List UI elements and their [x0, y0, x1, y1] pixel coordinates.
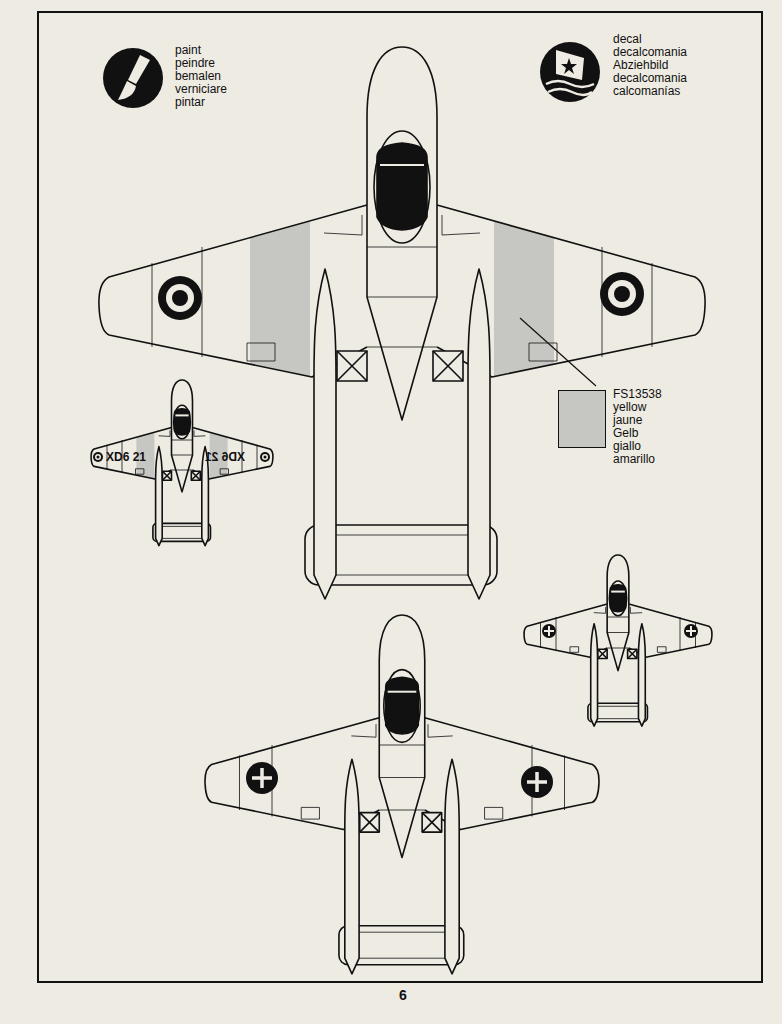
color-swatch [558, 390, 606, 448]
leader-line [520, 318, 596, 386]
top-view-yellow [99, 47, 705, 599]
legend-text: FS13538 yellow jaune Gelb giallo amarill… [613, 388, 662, 466]
paint-icon [103, 48, 163, 108]
serial-number: XD6 21 [106, 450, 146, 464]
serial-number: XD6 21 [205, 450, 245, 464]
language-list: paint peindre bemalen verniciare pintar [175, 44, 227, 109]
language-list: decal decalcomania Abziehbild decalcoman… [613, 33, 687, 98]
top-view-cross [205, 615, 599, 974]
small-view-cross [524, 555, 712, 726]
small-view-serial [91, 380, 273, 546]
page-number: 6 [399, 987, 407, 1003]
decal-icon [540, 42, 600, 102]
page-frame [38, 12, 762, 982]
